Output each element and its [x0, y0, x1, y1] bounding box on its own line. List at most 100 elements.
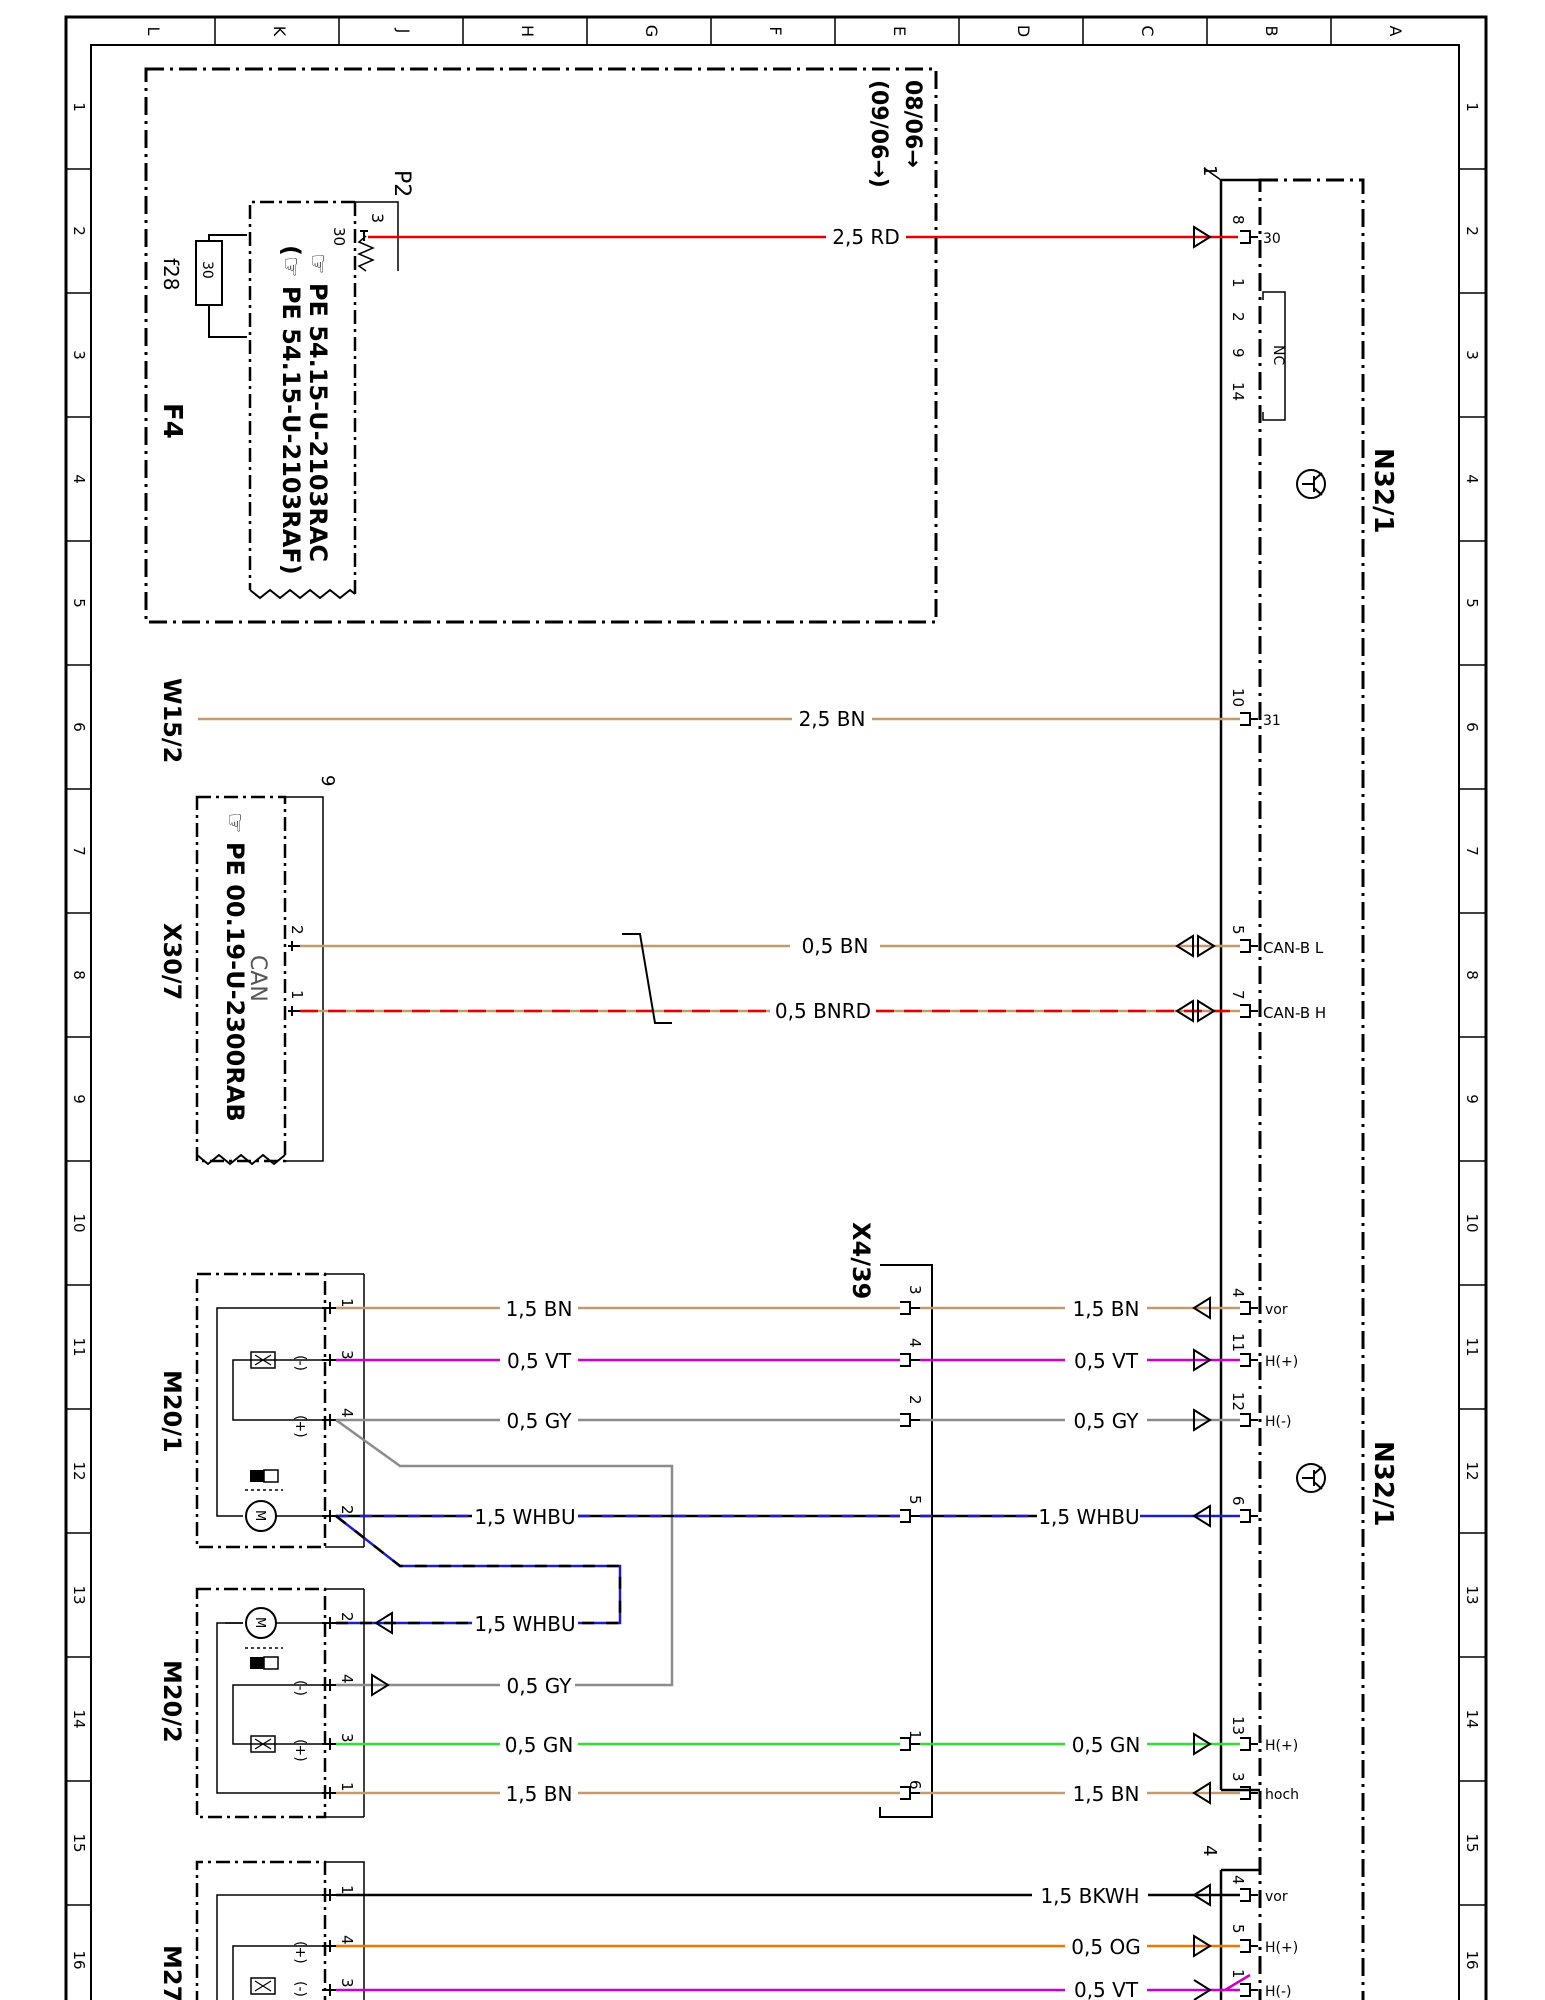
pin-terminal: [1240, 230, 1258, 244]
pin-terminal: [322, 1738, 336, 1750]
m20-2-outline: [195, 1587, 327, 1819]
column-grid: [214, 17, 1332, 45]
pin-terminal: [322, 1940, 336, 1952]
pin-label: 30: [330, 227, 348, 246]
pin-label: 9: [1229, 348, 1247, 358]
pin-count: 9: [317, 775, 338, 786]
row-number: 5: [70, 598, 88, 608]
col-letter: F: [766, 26, 785, 35]
transistor-icon: [1296, 1463, 1326, 1493]
ground-name: W15/2: [158, 678, 186, 763]
can-connector-bracket: [285, 796, 324, 1162]
wire-label: 1,5 BN: [506, 1782, 573, 1806]
wire-can-b-l: 0,5 BN 5 CAN-B L: [300, 925, 1324, 958]
motor-icon: M: [245, 1607, 277, 1639]
fuse-carrier-outline: [248, 200, 357, 596]
validity-label: 08/06→: [900, 80, 925, 168]
pin-label: 3: [1229, 1772, 1247, 1782]
row-number: 1: [1463, 102, 1481, 112]
wire-label: 0,5 GY: [1074, 1409, 1140, 1433]
pin-terminal: [1240, 1888, 1258, 1902]
pin-terminal: [322, 1414, 336, 1426]
col-letter: D: [1014, 25, 1033, 37]
pin-terminal: [322, 1617, 336, 1629]
pin-label: 4: [338, 1408, 356, 1418]
row-number: 13: [70, 1585, 88, 1604]
pin-30-stub: [360, 230, 368, 241]
row-number: 3: [1463, 350, 1481, 360]
wire-1-5-bn-vor: 1,5 BN 1,5 BN 4 vor: [322, 1288, 1288, 1321]
fuse-box-outline: [144, 67, 938, 624]
pin-terminal: [1240, 1737, 1258, 1751]
hall-sensor-icon: [250, 1351, 276, 1369]
direction-icon: [245, 1647, 283, 1670]
pin-terminal: [322, 1889, 336, 1901]
signal-label: CAN-B L: [1263, 939, 1324, 957]
arrow-icon: [1193, 1979, 1212, 2000]
m20-1-name: M20/1: [158, 1370, 186, 1453]
arrow-icon: [1193, 1732, 1212, 1756]
wire-0-5-gn: 0,5 GN 0,5 GN 13 H(+): [322, 1716, 1298, 1757]
module-name: N32/1: [1368, 448, 1398, 534]
motor-m20-2: M20/2 M (-) (+) 2 4 3 1: [158, 1587, 365, 1819]
fuse-leads: [208, 234, 247, 338]
arrow-icon: [1192, 1781, 1211, 1805]
wire-gy-jumper: [335, 1418, 674, 1687]
pin-label: 1: [338, 1885, 356, 1895]
arrow-icon: [1192, 1504, 1211, 1528]
nc-pin-labels: 1 2 9 14: [1229, 278, 1247, 401]
arrow-icon: [1192, 1296, 1211, 1320]
svg-text:M: M: [252, 1617, 267, 1628]
pin-terminal: [322, 1302, 336, 1314]
col-letter: G: [642, 25, 661, 37]
fuse-ref-1: ☞ PE 54.15-U-2103RAC: [304, 253, 332, 562]
pin-terminal: [1240, 1983, 1258, 1997]
m20-2-name: M20/2: [158, 1660, 186, 1743]
row-number: 8: [70, 970, 88, 980]
col-letter: E: [890, 26, 909, 36]
wire-m20-2-whbu: 1,5 WHBU: [322, 1611, 576, 1636]
row-number: 7: [1463, 846, 1481, 856]
pin-terminal: [900, 1413, 920, 1427]
wire-0-5-og: 0,5 OG 5 H(+): [322, 1924, 1298, 1959]
pin-label: 3: [906, 1285, 924, 1295]
row-number: 1: [70, 102, 88, 112]
row-number: 11: [1463, 1337, 1481, 1356]
row-number: 6: [70, 722, 88, 732]
row-number: 11: [70, 1337, 88, 1356]
signal-label: H(+): [1265, 1738, 1298, 1754]
signal-label: 31: [1263, 713, 1281, 729]
row-number: 5: [1463, 598, 1481, 608]
hall-sensor-icon: [250, 1735, 276, 1753]
row-number: 2: [70, 226, 88, 236]
pin-terminal: [1240, 712, 1258, 726]
can-connector-break: [196, 1153, 286, 1166]
row-number: 15: [70, 1833, 88, 1852]
row-numbers: 1 1 2 2 3 3 4 4 5 5 6 6 7 7 8 8 9 9 10 1…: [70, 102, 1481, 1969]
nc-bracket: [1262, 291, 1286, 421]
plus-label: (+): [292, 1739, 308, 1762]
row-number: 9: [1463, 1094, 1481, 1104]
row-number: 15: [1463, 1833, 1481, 1852]
pin-terminal: [322, 1354, 336, 1366]
wire-2-5-rd: 2,5 RD 8 30: [368, 215, 1281, 249]
pin-terminal: [288, 1006, 300, 1016]
row-grid: [66, 168, 1486, 1906]
arrow-icon: [1193, 225, 1212, 249]
pin-label: 5: [1229, 925, 1247, 935]
x4-39-outline: [879, 1264, 933, 1818]
can-connector-name: X30/7: [158, 923, 186, 1000]
plus-label: (+): [292, 1415, 308, 1438]
col-letter: K: [270, 26, 289, 37]
m20-1-outline: [195, 1272, 327, 1549]
fuse-id: F4: [157, 403, 187, 439]
wire-1-5-whbu: 1,5 WHBU 1,5 WHBU 6: [322, 1496, 1258, 1625]
wire-0-5-vt-lower: 0,5 VT 1 H(-): [322, 1969, 1292, 2000]
nc-label: NC: [1270, 345, 1286, 365]
wire-0-5-gy: 0,5 GY 0,5 GY 12 H(-): [322, 1392, 1292, 1687]
pin-label: 6: [1229, 1496, 1247, 1506]
outer-frame: [64, 15, 1488, 2000]
pin-terminal: [900, 1737, 920, 1751]
row-number: 10: [1463, 1213, 1481, 1232]
